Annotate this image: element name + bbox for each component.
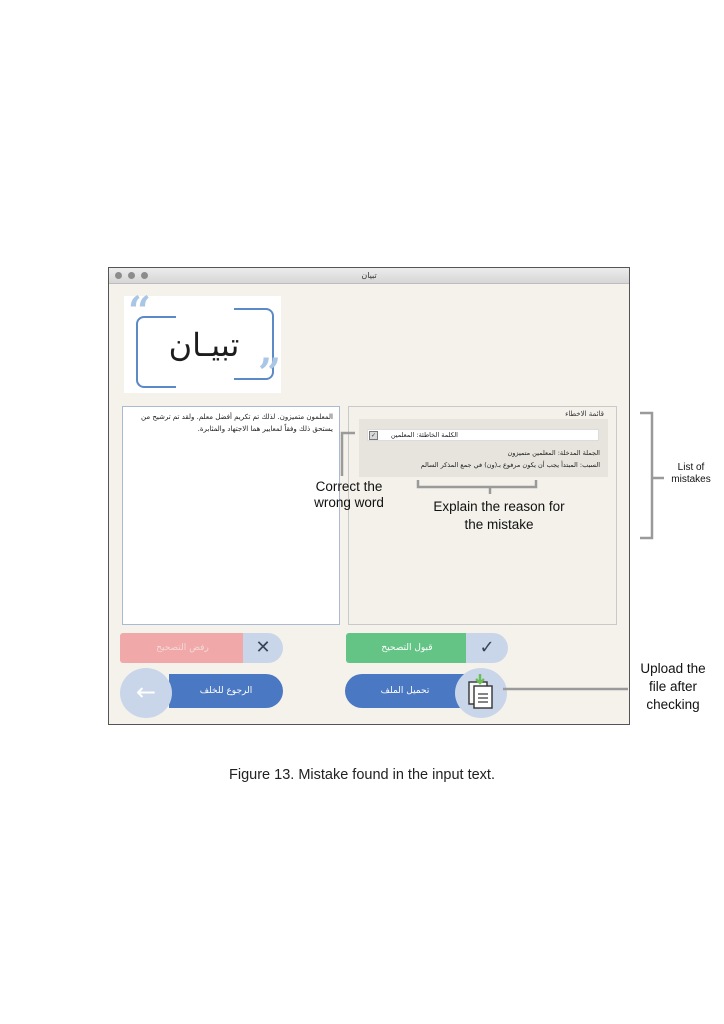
annotation-correct-word: Correct the wrong word <box>314 479 384 510</box>
quote-close-icon: ” <box>258 350 282 397</box>
zoom-dot[interactable] <box>141 272 148 279</box>
arrow-left-icon[interactable]: ← <box>120 668 172 718</box>
logo-bracket-right <box>234 308 274 380</box>
mistake-item[interactable]: ✓ الكلمة الخاطئة: المعلمين الجملة المدخل… <box>359 419 608 477</box>
input-text-area[interactable]: المعلمون متميزون. لذلك تم تكريم أفضل معل… <box>122 406 340 625</box>
window-title: تبيان <box>361 271 377 280</box>
figure-caption: Figure 13. Mistake found in the input te… <box>229 767 495 783</box>
checkbox-icon[interactable]: ✓ <box>369 431 378 440</box>
reject-correction-button[interactable]: رفض التصحيح <box>120 633 245 663</box>
close-icon[interactable]: ✕ <box>243 633 283 663</box>
wrong-word-row[interactable] <box>367 429 599 441</box>
mistakes-panel: قائمة الاخطاء ✓ الكلمة الخاطئة: المعلمين… <box>348 406 617 625</box>
title-bar: تبيان <box>109 268 629 284</box>
wrong-word: الكلمة الخاطئة: المعلمين <box>390 431 458 439</box>
accept-correction-button[interactable]: قبول التصحيح <box>346 633 468 663</box>
upload-file-button[interactable]: تحميل الملف <box>345 674 465 708</box>
mistakes-title: قائمة الاخطاء <box>565 410 604 418</box>
app-logo: “ ” تبيـان <box>124 288 281 397</box>
app-window: تبيان “ ” تبيـان المعلمون متميزون. لذلك … <box>108 267 630 725</box>
back-button[interactable]: الرجوع للخلف <box>169 674 283 708</box>
annotation-explain-reason: Explain the reason for the mistake <box>433 499 565 532</box>
close-dot[interactable] <box>115 272 122 279</box>
input-sentence: الجملة المدخلة: المعلمين متميزون <box>507 449 600 457</box>
checkmark-icon[interactable]: ✓ <box>466 633 508 663</box>
upload-file-icon[interactable] <box>455 668 507 718</box>
mistake-reason: السبب: المبتدأ يجب أن يكون مرفوع بـ(ون) … <box>420 461 600 469</box>
logo-bracket-left <box>136 316 176 388</box>
logo-text: تبيـان <box>168 326 240 364</box>
minimize-dot[interactable] <box>128 272 135 279</box>
annotation-list-of-mistakes: List of mistakes <box>671 462 711 485</box>
annotation-upload-file: Upload the file after checking <box>640 661 706 712</box>
quote-open-icon: “ <box>128 288 152 335</box>
